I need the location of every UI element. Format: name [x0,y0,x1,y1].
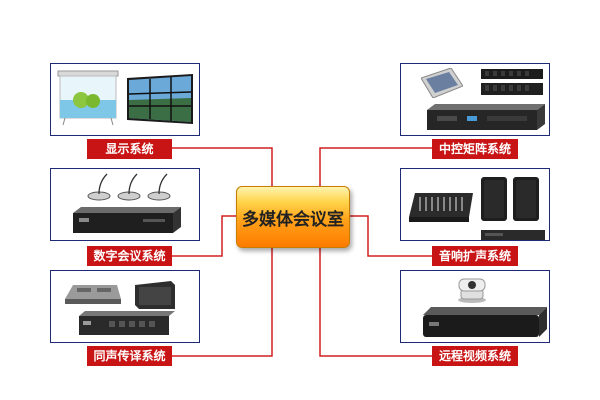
digital-conference-label: 数字会议系统 [87,246,172,266]
projection-screen-image [57,70,119,126]
interpretation-host-image [79,311,175,335]
matrix-switcher-image [481,67,543,99]
touch-panel-image [420,67,464,99]
central-control-host-image [427,104,545,130]
digital-conference-panel [50,168,200,241]
display-system-panel [50,63,200,136]
connector-simultaneous-interpretation [172,246,273,357]
conference-host-unit-image [73,207,181,233]
ptz-camera-image [455,277,489,303]
connector-audio-pa [348,215,432,257]
connector-central-matrix [319,147,432,186]
connector-digital-conference [172,215,236,257]
speaker-left-image [481,177,507,221]
simultaneous-interpretation-panel [50,270,200,343]
connector-display [172,147,273,186]
speaker-right-image [513,177,539,221]
center-node-multimedia-room: 多媒体会议室 [236,186,350,248]
ir-radiator-image [135,281,175,309]
connector-remote-video [319,246,432,357]
power-amplifier-image [481,225,545,240]
audio-pa-panel [400,168,550,241]
conference-microphones-image [85,172,173,202]
audio-pa-label: 音响扩声系统 [432,246,518,266]
remote-video-label: 远程视频系统 [432,346,518,366]
remote-video-panel [400,270,550,343]
video-codec-image [423,307,547,337]
interpreter-unit-image [65,279,121,305]
central-matrix-panel [400,63,550,136]
central-matrix-label: 中控矩阵系统 [432,139,518,159]
simultaneous-interpretation-label: 同声传译系统 [87,346,172,366]
mixer-image [409,187,473,223]
display-system-label: 显示系统 [87,139,172,159]
video-wall-image [125,72,195,126]
